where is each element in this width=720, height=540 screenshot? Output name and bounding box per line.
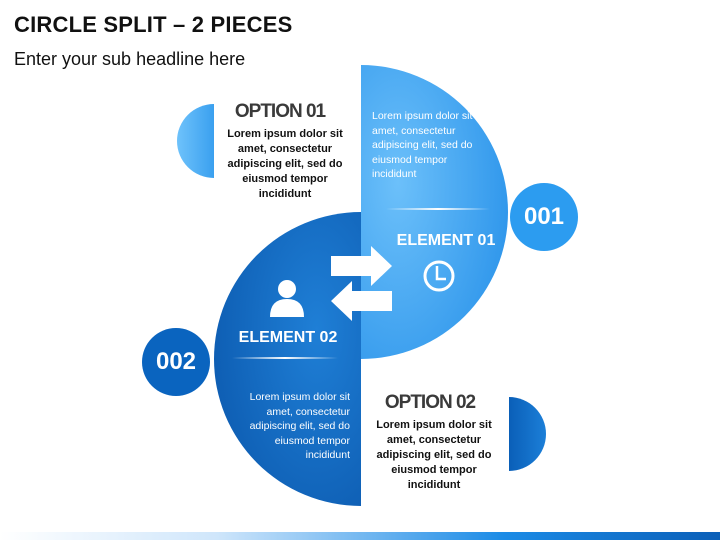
badge-002-label: 002 <box>155 348 197 375</box>
element-01-label: ELEMENT 01 <box>396 232 496 249</box>
slide-title: CIRCLE SPLIT – 2 PIECES <box>14 12 293 37</box>
element-01-half-circle <box>361 65 508 359</box>
badge-001-label: 001 <box>523 203 565 230</box>
footer-bar <box>0 532 720 540</box>
slide-subtitle: Enter your sub headline here <box>14 49 246 69</box>
option-01-title: OPTION 01 <box>234 101 326 122</box>
element-02-label: ELEMENT 02 <box>238 329 338 346</box>
option-02-half-circle <box>509 397 546 471</box>
arrow-right-icon <box>331 246 392 286</box>
option-02-title: OPTION 02 <box>384 392 476 413</box>
element-01-text: Lorem ipsum dolor sit amet, consectetur … <box>372 110 473 180</box>
option-01-text: Lorem ipsum dolor sit amet, consectetur … <box>227 128 343 200</box>
element-02-text: Lorem ipsum dolor sit amet, consectetur … <box>249 391 350 461</box>
element-02-divider <box>232 357 338 359</box>
badge-002-circle <box>142 328 210 396</box>
option-01-half-circle <box>177 104 214 178</box>
arrow-left-icon <box>331 281 392 321</box>
element-01-divider <box>386 208 490 210</box>
clock-icon <box>423 260 455 292</box>
badge-001-circle <box>510 183 578 251</box>
option-02-text: Lorem ipsum dolor sit amet, consectetur … <box>376 419 492 491</box>
user-icon <box>270 280 304 317</box>
